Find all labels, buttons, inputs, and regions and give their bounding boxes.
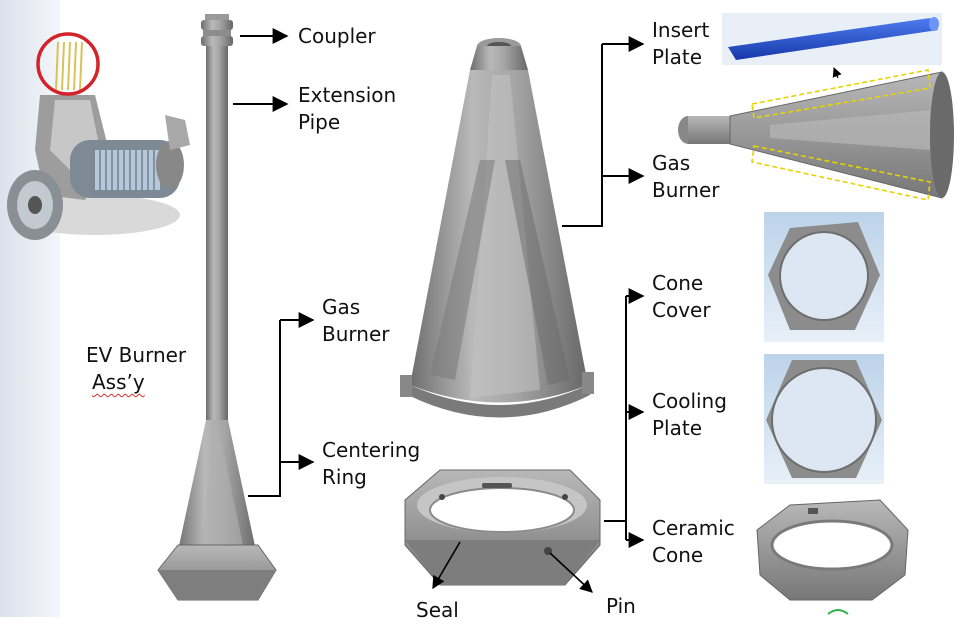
gas-burner-cone-image (400, 38, 594, 418)
seal-pointer (432, 541, 461, 590)
label-cooling-plate: Cooling Plate (652, 389, 727, 440)
cone-cover-image (764, 212, 884, 342)
ev-burner-assembly-image (157, 14, 277, 601)
right-upper-connectors (562, 36, 645, 227)
label-extension-pipe: Extension Pipe (298, 83, 397, 134)
cooling-plate-image (764, 354, 884, 484)
label-gas-burner-right: Gas Burner (652, 151, 720, 202)
label-pin: Pin (606, 594, 636, 618)
label-gas-burner-left: Gas Burner (322, 295, 390, 346)
label-assy: Ass’y (92, 370, 145, 394)
label-centering-ring: Centering Ring (322, 438, 421, 489)
turbine-cutaway-image (7, 32, 190, 240)
left-connectors (233, 28, 315, 497)
pin-pointer (549, 552, 593, 593)
insert-plate-pointer (832, 67, 842, 79)
label-coupler: Coupler (298, 24, 376, 48)
label-ceramic-cone: Ceramic Cone (652, 516, 735, 567)
right-lower-connectors (604, 288, 645, 548)
gas-burner-side-image (678, 69, 954, 201)
label-seal: Seal (416, 598, 459, 622)
label-insert-plate: Insert Plate (652, 18, 710, 69)
left-strip (0, 0, 60, 617)
ceramic-cone-image (756, 499, 909, 601)
insert-plate-image (722, 13, 942, 65)
centering-ring-image (404, 469, 601, 586)
green-mark (827, 609, 849, 615)
label-ev-burner: EV Burner (86, 343, 187, 367)
label-cone-cover: Cone Cover (652, 271, 711, 322)
